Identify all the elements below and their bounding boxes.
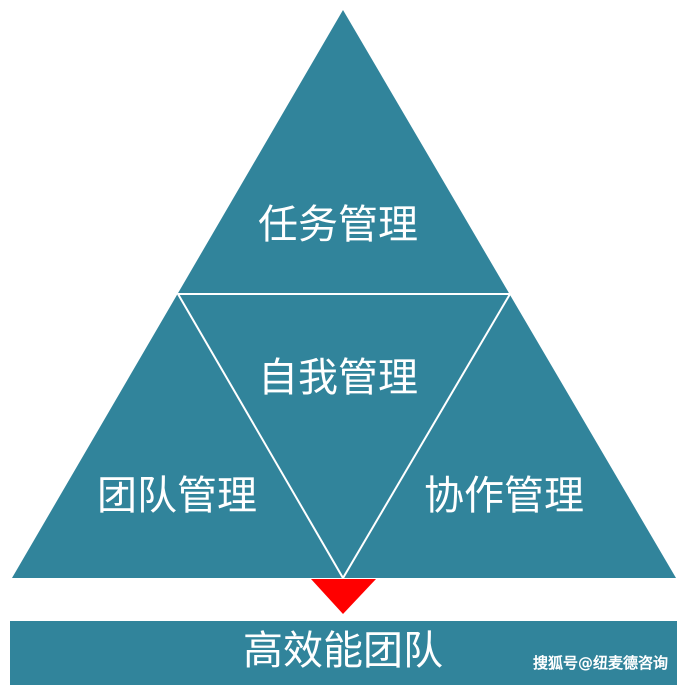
inner-inverted-triangle xyxy=(176,293,512,580)
segment-label-right: 协作管理 xyxy=(424,473,584,519)
down-arrow xyxy=(311,579,376,614)
base-bar xyxy=(10,621,677,685)
segment-label-center: 自我管理 xyxy=(258,355,418,401)
watermark: 搜狐号@纽麦德咨询 xyxy=(532,654,668,672)
segment-label-top: 任务管理 xyxy=(258,202,418,248)
segment-label-left: 团队管理 xyxy=(97,473,257,519)
base-label: 高效能团队 xyxy=(243,628,443,674)
